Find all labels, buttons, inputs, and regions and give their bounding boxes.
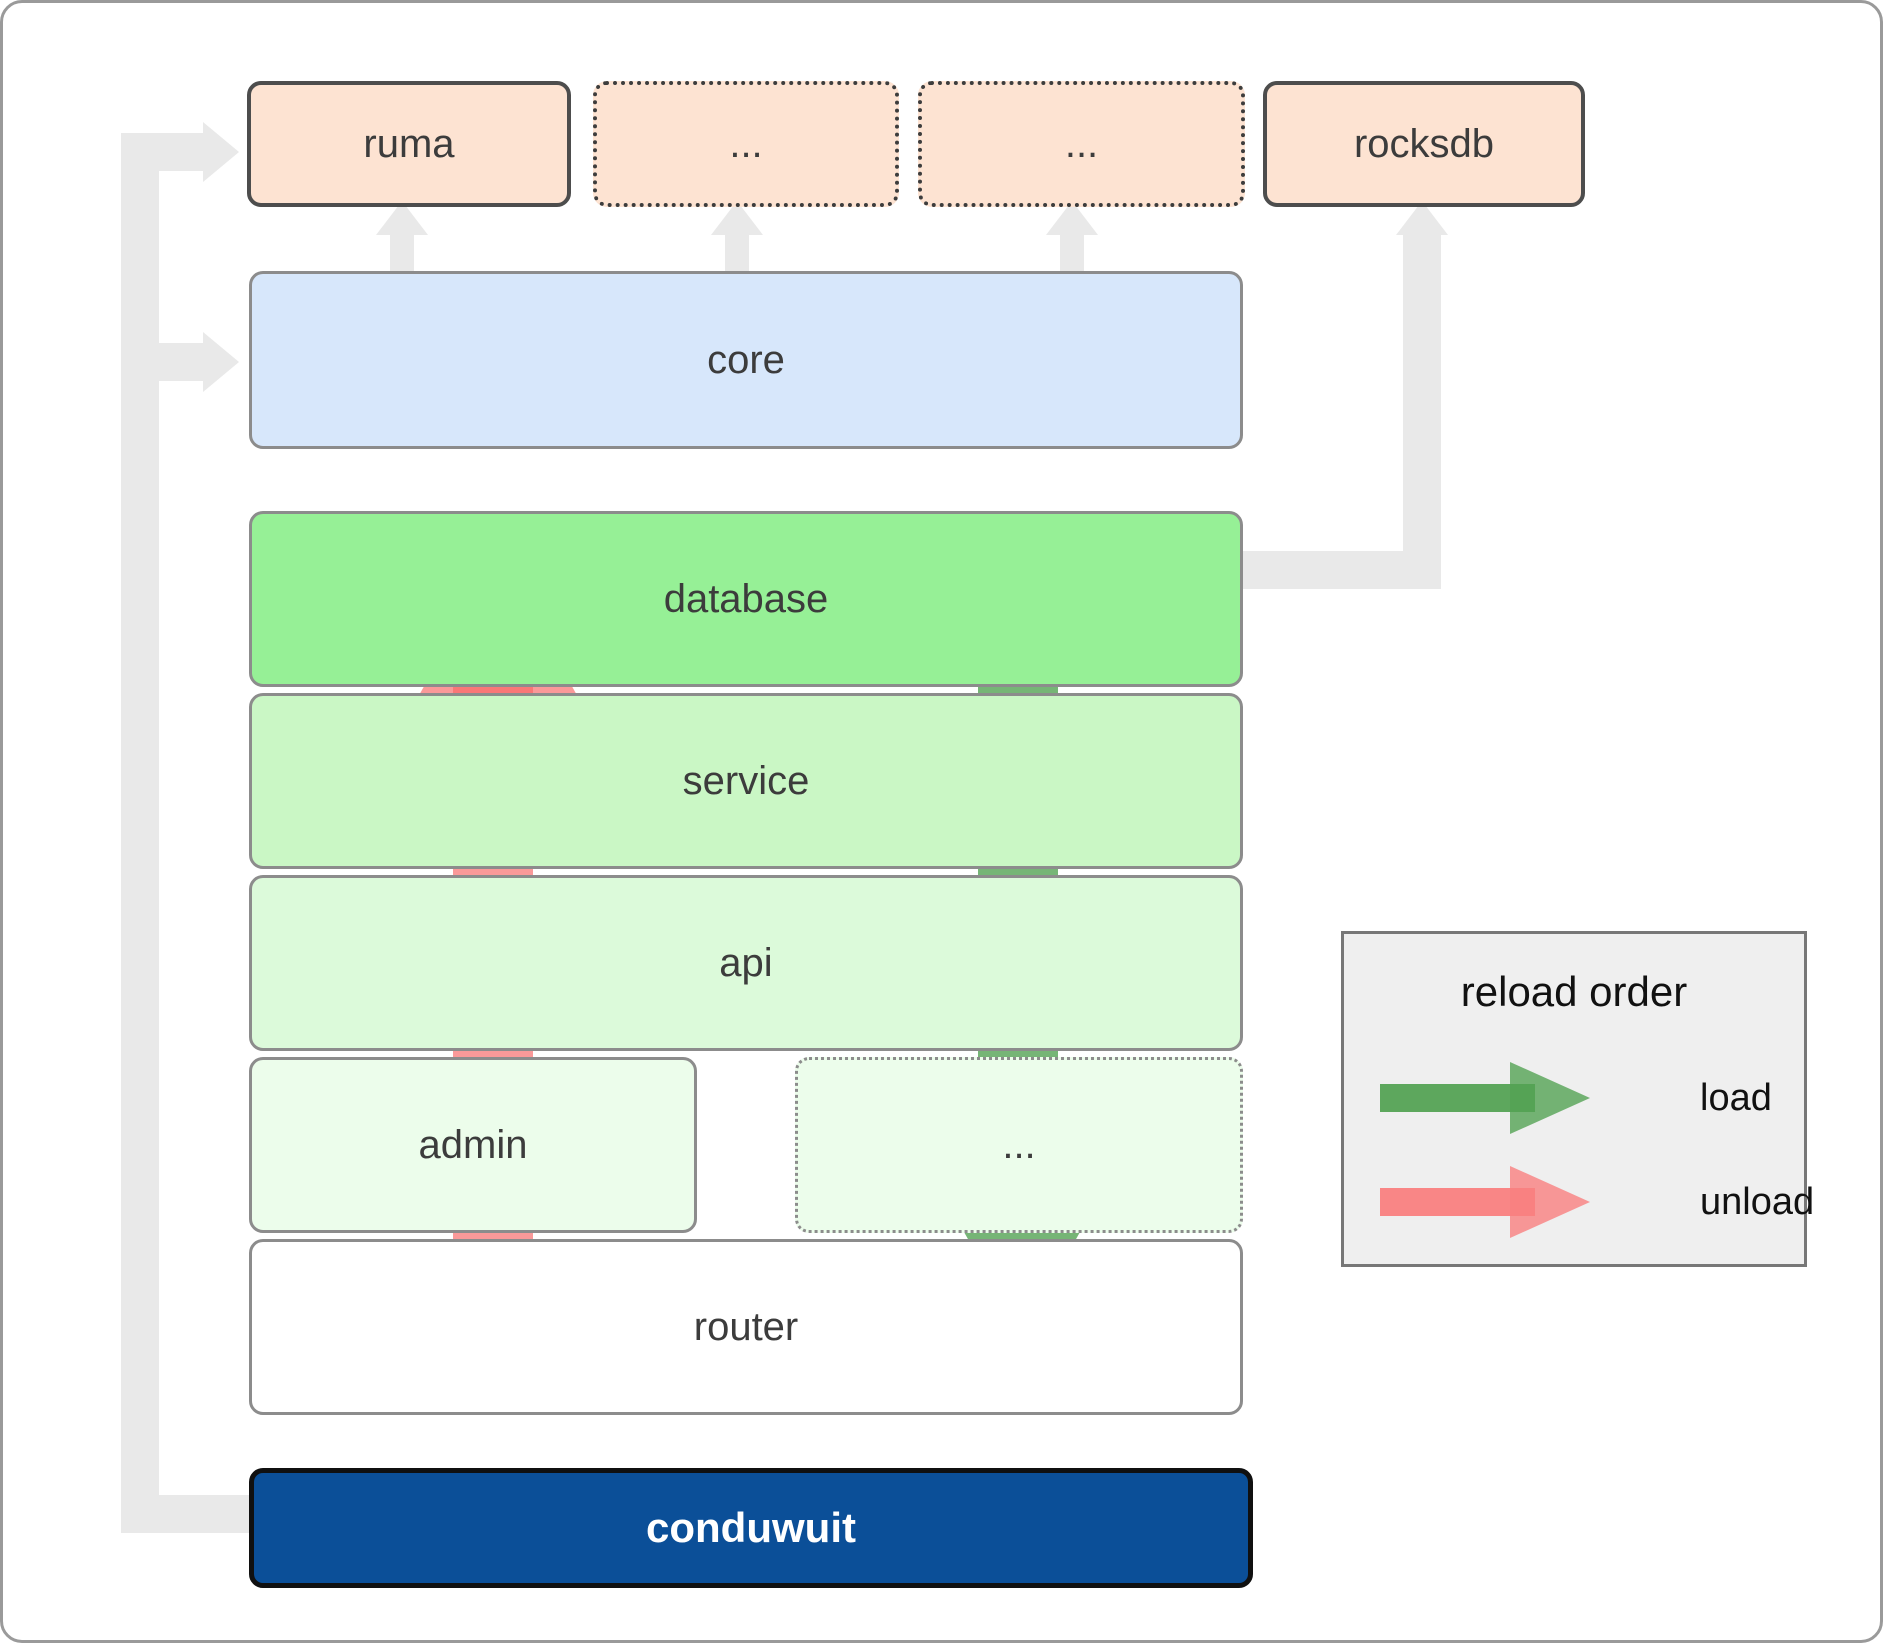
layer-label-service: service	[682, 758, 810, 803]
layer-label-router: router	[693, 1304, 799, 1349]
layer-label-api: api	[719, 940, 773, 985]
unload-legend-head	[1510, 1166, 1590, 1238]
layer-box-ellipsis[interactable]: ...	[795, 1057, 1243, 1233]
dependency-label-2: ...	[729, 121, 763, 166]
connector-left-trunk-to-core	[121, 343, 209, 381]
dependency-label-3: ...	[1064, 121, 1099, 166]
connector-arrowhead-core	[203, 332, 239, 392]
connector-right-trunk-vertical	[1403, 231, 1441, 589]
legend-title: reload order	[1460, 968, 1688, 1015]
legend-panel: reload order load unload	[1341, 931, 1814, 1267]
layer-label-ellipsis: ...	[1002, 1122, 1036, 1167]
dependency-box-2[interactable]: ...	[593, 81, 899, 207]
unload-legend-arrow-icon	[1380, 1166, 1590, 1238]
layer-label-core: core	[707, 337, 785, 382]
load-legend-head	[1510, 1062, 1590, 1134]
dependency-box-3[interactable]: ...	[918, 81, 1245, 207]
connector-core-to-dep3-shaft	[1060, 228, 1084, 278]
layer-box-database[interactable]: database	[249, 511, 1243, 687]
connector-left-trunk-to-ruma	[121, 133, 209, 171]
dependency-label-rocksdb: rocksdb	[1353, 121, 1495, 166]
layer-box-api[interactable]: api	[249, 875, 1243, 1051]
layer-box-service[interactable]: service	[249, 693, 1243, 869]
dependency-box-ruma[interactable]: ruma	[247, 81, 571, 207]
dependency-box-rocksdb[interactable]: rocksdb	[1263, 81, 1585, 207]
load-legend-arrow-icon	[1380, 1062, 1590, 1134]
root-label-conduwuit: conduwuit	[646, 1504, 856, 1551]
legend-label-load: load	[1700, 1076, 1772, 1119]
load-legend-shaft	[1380, 1084, 1535, 1112]
layer-label-database: database	[663, 576, 829, 621]
legend-row-unload: unload	[1380, 1166, 1814, 1238]
legend-row-load: load	[1380, 1062, 1772, 1134]
layer-box-admin[interactable]: admin	[249, 1057, 697, 1233]
connector-arrowhead-ruma	[203, 122, 239, 182]
layer-label-admin: admin	[418, 1122, 528, 1167]
layer-box-router[interactable]: router	[249, 1239, 1243, 1415]
connector-core-to-ruma-shaft	[390, 228, 414, 278]
unload-legend-shaft	[1380, 1188, 1535, 1216]
connector-database-to-right	[1243, 551, 1423, 589]
connector-core-to-dep2-shaft	[725, 228, 749, 278]
dependency-label-ruma: ruma	[363, 121, 455, 166]
layer-box-core[interactable]: core	[249, 271, 1243, 449]
legend-label-unload: unload	[1700, 1180, 1815, 1223]
root-box-conduwuit[interactable]: conduwuit	[249, 1468, 1253, 1588]
